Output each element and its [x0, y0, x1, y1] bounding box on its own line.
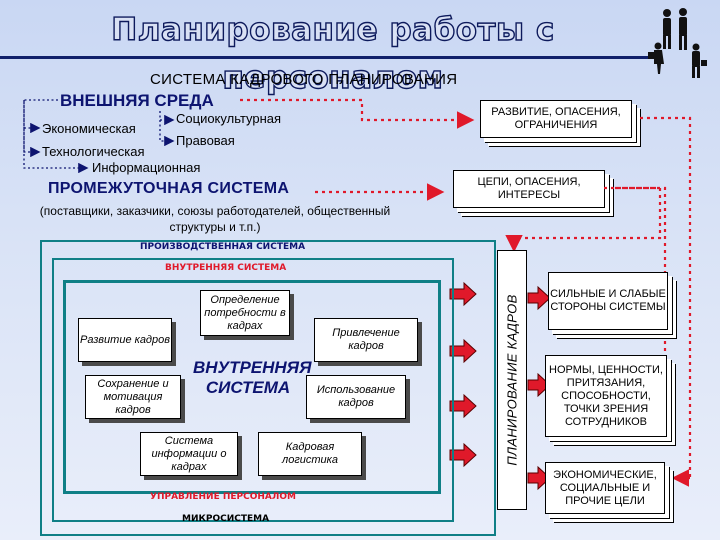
box-usage: Использование кадров [306, 375, 406, 419]
title-underline [0, 56, 650, 59]
external-item: Технологическая [42, 144, 145, 159]
personnel-planning-label: ПЛАНИРОВАНИЕ КАДРОВ [504, 294, 520, 466]
external-item: Информационная [92, 160, 201, 175]
production-system-frame [40, 240, 496, 536]
external-environment-label: ВНЕШНЯЯ СРЕДА [60, 91, 214, 110]
box-needs: Определение потребности в кадрах [200, 290, 290, 336]
box-retention: Сохранение и мотивация кадров [85, 375, 181, 419]
production-system-label: ПРОИЗВОДСТВЕННАЯ СИСТЕМА [140, 242, 306, 252]
card-goals-interests: ЦЕПИ, ОПАСЕНИЯ, ИНТЕРЕСЫ [453, 170, 605, 208]
card-development-fears: РАЗВИТИЕ, ОПАСЕНИЯ, ОГРАНИЧЕНИЯ [480, 100, 632, 138]
system-title: СИСТЕМА КАДРОВОГО ПЛАНИРОВАНИЯ [150, 71, 458, 88]
external-item: Социокультурная [176, 111, 282, 126]
people-icon [648, 8, 707, 78]
card-employee-values: НОРМЫ, ЦЕННОСТИ, ПРИТЯЗАНИЯ, СПОСОБНОСТИ… [545, 355, 667, 437]
personnel-management-label: УПРАВЛЕНИЕ ПЕРСОНАЛОМ [150, 492, 296, 502]
external-item: Экономическая [42, 121, 136, 136]
internal-system-frame [52, 258, 454, 522]
intermediate-system-label: ПРОМЕЖУТОЧНАЯ СИСТЕМА [48, 180, 290, 197]
box-attraction: Привлечение кадров [314, 318, 418, 362]
card-strengths-weaknesses: СИЛЬНЫЕ И СЛАБЫЕ СТОРОНЫ СИСТЕМЫ [548, 272, 668, 330]
personnel-planning-bar: ПЛАНИРОВАНИЕ КАДРОВ [497, 250, 527, 510]
microsystem-label: МИКРОСИСТЕМА [182, 514, 270, 524]
box-info-system: Система информации о кадрах [140, 432, 238, 476]
box-development: Развитие кадров [78, 318, 172, 362]
intermediate-system-description: (поставщики, заказчики, союзы работодате… [39, 204, 391, 234]
page-title: Планирование работы с персоналом [111, 11, 555, 96]
internal-system-label: ВНУТРЕННЯЯ СИСТЕМА [165, 263, 287, 273]
card-goals: ЭКОНОМИЧЕСКИЕ, СОЦИАЛЬНЫЕ И ПРОЧИЕ ЦЕЛИ [545, 462, 665, 514]
external-item: Правовая [176, 133, 235, 148]
core-internal-system: ВНУТРЕННЯЯ СИСТЕМА [193, 358, 312, 397]
personnel-management-frame [63, 280, 441, 494]
box-logistics: Кадровая логистика [258, 432, 362, 476]
